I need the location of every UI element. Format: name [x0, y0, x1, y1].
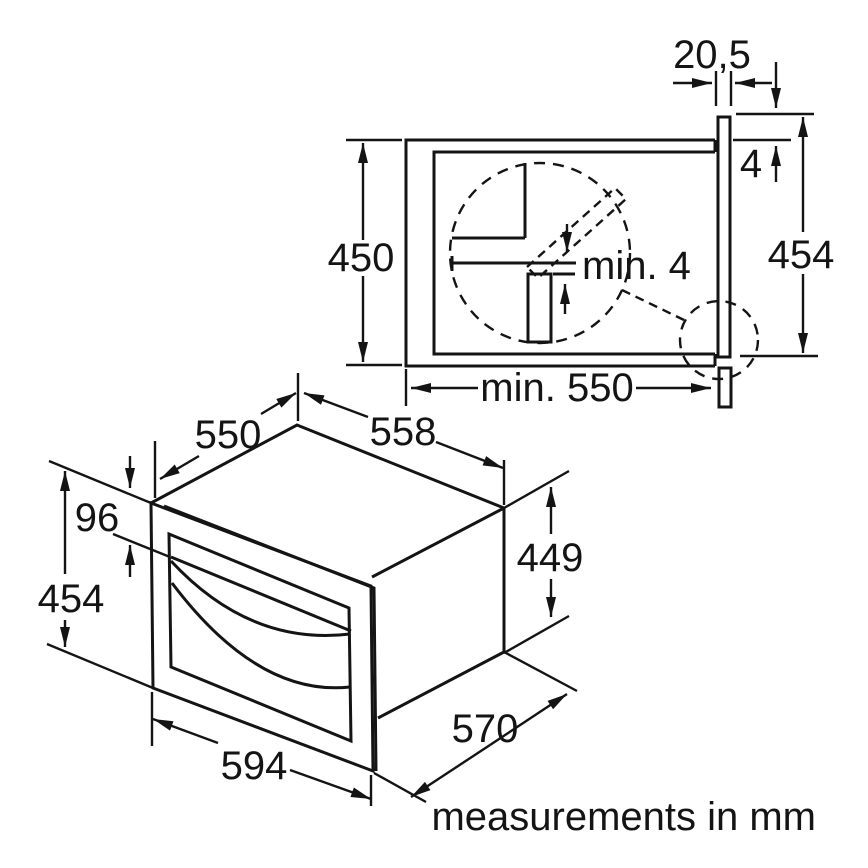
- dim-label-right-height: 454: [768, 233, 835, 277]
- door-handle-curve-lower: [170, 582, 351, 690]
- dim-label-front-width: 594: [221, 744, 288, 788]
- detail-zoom-circle: [448, 161, 632, 345]
- dim-label-carcass-height: 449: [517, 536, 584, 580]
- dim-label-top-width: 558: [370, 410, 437, 454]
- dim-label-niche-height: 450: [328, 236, 395, 280]
- dim-label-front-height: 454: [38, 577, 105, 621]
- door-handle-curve-upper: [169, 559, 351, 637]
- dim-front-width: 594: [150, 692, 373, 806]
- dim-front-height: 454: [38, 459, 154, 690]
- oven-door: [167, 531, 353, 744]
- dim-carcass-height: 449: [503, 469, 584, 655]
- dim-niche-height: 450: [328, 138, 402, 367]
- dim-label-min-depth: min. 550: [480, 366, 633, 410]
- dim-label-fascia-thickness: 20,5: [673, 33, 751, 77]
- dim-carcass-depth: 570: [373, 650, 578, 804]
- dim-top-overlap: 4: [733, 62, 814, 186]
- oven-front-frame: [149, 500, 378, 774]
- dim-label-min-clearance: min. 4: [582, 244, 691, 288]
- dim-min-depth: min. 550: [404, 366, 711, 410]
- dim-control-panel-height: 96: [75, 456, 171, 577]
- dim-fascia-thickness: 20,5: [673, 33, 772, 106]
- detail-target-circle: [678, 299, 760, 381]
- lower-fascia-strip: [717, 366, 733, 409]
- dim-right-height: 454: [740, 117, 835, 358]
- unit-note: measurements in mm: [431, 795, 816, 839]
- niche-cross-section: 20,5 4 450 454 min. 550: [328, 33, 835, 410]
- dim-depth: 550: [153, 373, 300, 498]
- dim-label-control-panel-height: 96: [75, 496, 120, 540]
- detail-leader-dashed: [621, 288, 685, 322]
- insert-board-dashed: [525, 186, 628, 280]
- cabinet-outline: [404, 138, 717, 368]
- shelf-cross-section: [450, 163, 576, 344]
- oven-carcass: [150, 423, 506, 720]
- oven-isometric-view: 550 558 96 454 449: [38, 373, 584, 806]
- dim-label-depth: 550: [195, 413, 262, 457]
- dim-top-width: 558: [303, 391, 506, 505]
- appliance-fascia-strip: [716, 115, 732, 359]
- dim-label-carcass-depth: 570: [452, 707, 519, 751]
- dim-label-top-overlap: 4: [740, 142, 762, 186]
